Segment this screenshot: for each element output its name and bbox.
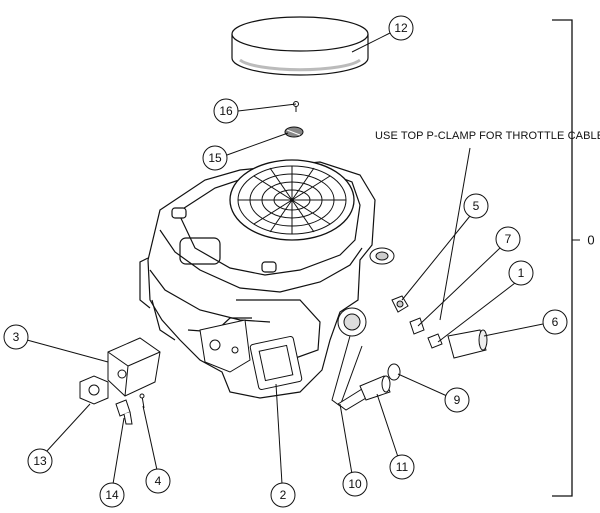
elbow-fitting-14 xyxy=(116,400,132,424)
callout-16: 16 xyxy=(214,99,238,123)
svg-text:7: 7 xyxy=(505,232,512,246)
svg-text:16: 16 xyxy=(219,104,233,118)
drain-hose-11 xyxy=(360,376,390,400)
svg-text:2: 2 xyxy=(280,488,287,502)
air-filter-cover xyxy=(232,17,368,75)
callout-9: 9 xyxy=(445,388,469,412)
fitting-7 xyxy=(410,318,424,334)
heat-shield-3 xyxy=(108,338,160,396)
svg-text:9: 9 xyxy=(454,393,461,407)
inline-filter-6 xyxy=(448,330,487,358)
svg-text:4: 4 xyxy=(155,474,162,488)
screw-4 xyxy=(140,394,144,408)
callout-5: 5 xyxy=(464,194,488,218)
callout-2: 2 xyxy=(271,483,295,507)
callout-1: 1 xyxy=(509,261,533,285)
callout-11: 11 xyxy=(390,455,414,479)
svg-text:13: 13 xyxy=(33,454,47,468)
elbow-1 xyxy=(428,334,442,348)
callout-6: 6 xyxy=(543,310,567,334)
svg-text:10: 10 xyxy=(348,477,362,491)
gasket-13 xyxy=(80,376,108,404)
svg-text:3: 3 xyxy=(13,330,20,344)
callout-14: 14 xyxy=(100,483,124,507)
leader-lines xyxy=(27,33,543,484)
assembly-bracket xyxy=(552,20,572,496)
callout-13: 13 xyxy=(28,449,52,473)
flywheel-screen xyxy=(230,160,354,240)
svg-text:5: 5 xyxy=(473,199,480,213)
svg-text:1: 1 xyxy=(518,266,525,280)
control-bracket xyxy=(200,320,250,372)
hose-clamp-9 xyxy=(388,364,400,380)
svg-text:11: 11 xyxy=(396,460,409,474)
oil-fill-cap xyxy=(370,248,394,264)
callout-3: 3 xyxy=(4,325,28,349)
engine-label-plate xyxy=(250,336,303,390)
assembly-label: 0 xyxy=(587,233,594,248)
svg-text:12: 12 xyxy=(394,21,408,35)
callout-12: 12 xyxy=(389,16,413,40)
throttle-cable-note: USE TOP P-CLAMP FOR THROTTLE CABLE xyxy=(375,130,600,142)
svg-text:15: 15 xyxy=(208,151,222,165)
svg-text:6: 6 xyxy=(552,315,559,329)
callout-10: 10 xyxy=(343,472,367,496)
callout-15: 15 xyxy=(203,146,227,170)
svg-text:14: 14 xyxy=(105,488,119,502)
filter-screw xyxy=(294,102,299,113)
fitting-5 xyxy=(392,296,408,312)
callouts: 12 16 15 5 7 1 6 9 11 10 2 4 14 13 3 xyxy=(4,16,567,507)
filter-nut xyxy=(285,127,303,137)
callout-7: 7 xyxy=(496,227,520,251)
callout-4: 4 xyxy=(146,469,170,493)
